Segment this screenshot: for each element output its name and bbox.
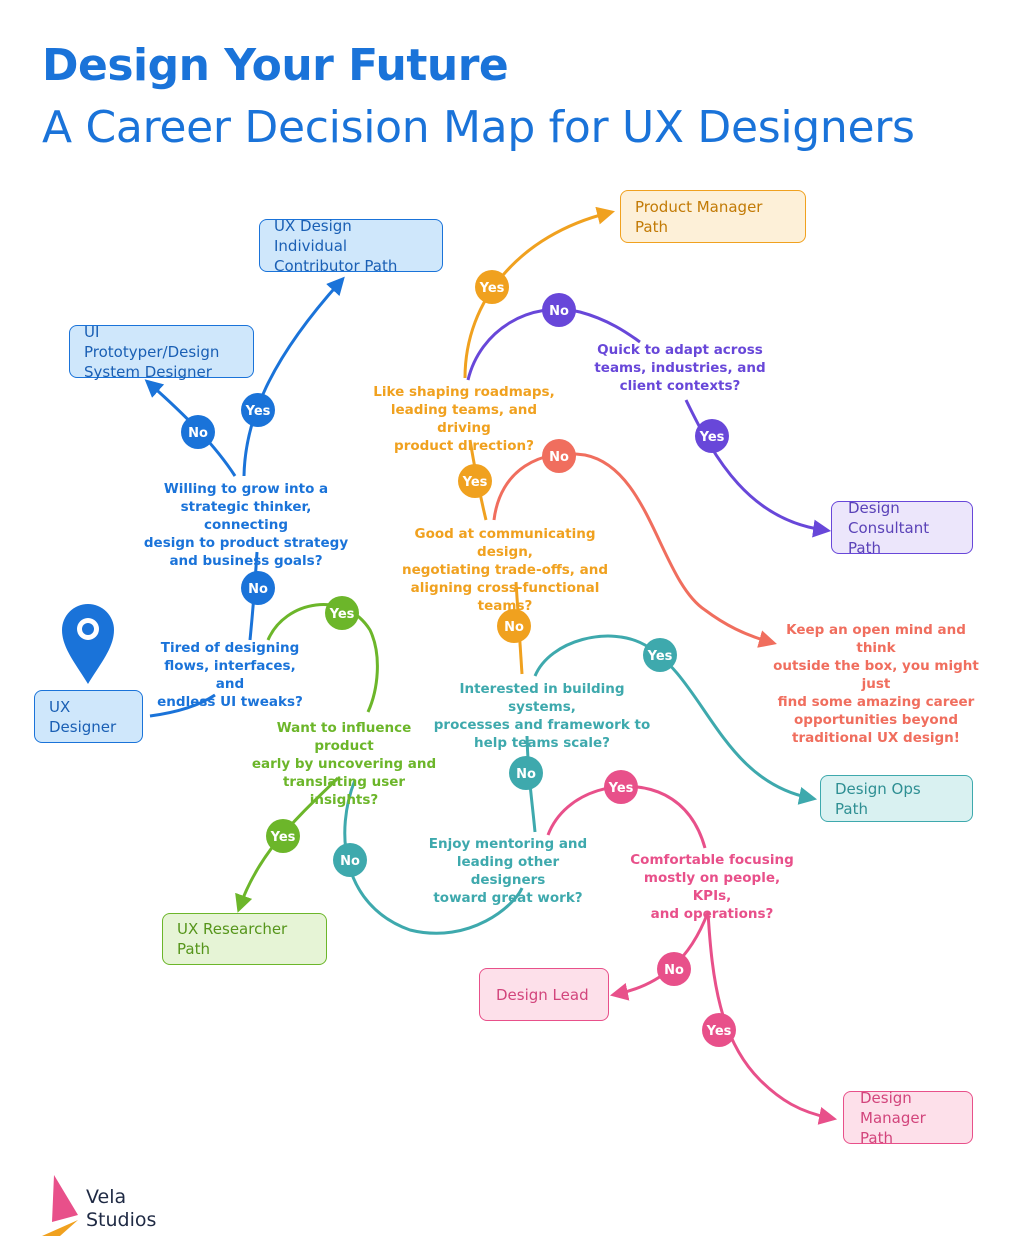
open-mind-note: Keep an open mind and think outside the … <box>773 622 979 746</box>
badge-tired-yes: Yes <box>325 596 359 630</box>
question-influence: Want to influence product early by uncov… <box>251 720 437 808</box>
edge-strategic-yes <box>242 276 345 477</box>
node-consultant-path: Design Consultant Path <box>831 499 973 557</box>
svg-text:Yes: Yes <box>608 781 634 796</box>
svg-text:Yes: Yes <box>479 281 505 296</box>
question-people: Comfortable focusing mostly on people, K… <box>630 852 794 922</box>
badge-strategic-no: No <box>181 415 215 449</box>
badge-roadmap-no: No <box>542 293 576 327</box>
svg-text:No: No <box>188 426 208 441</box>
svg-text:Yes: Yes <box>699 430 725 445</box>
node-ops-path: Design Ops Path <box>820 775 973 822</box>
question-mentor: Enjoy mentoring and leading other design… <box>428 836 588 906</box>
badge-systems-no: No <box>497 609 531 643</box>
svg-text:Yes: Yes <box>270 830 296 845</box>
badge-mentor-no: No <box>509 756 543 790</box>
edge-start-to-tired <box>149 693 216 718</box>
badge-mentor-yes: Yes <box>604 770 638 804</box>
node-researcher-path: UX Researcher Path <box>162 913 327 965</box>
question-tired: Tired of designing flows, interfaces, an… <box>157 640 303 710</box>
question-roadmap: Like shaping roadmaps, leading teams, an… <box>373 384 555 454</box>
svg-text:No: No <box>516 767 536 782</box>
edge-people-yes <box>706 911 838 1125</box>
brand-name: Vela Studios <box>86 1186 157 1231</box>
node-pm-path: Product Manager Path <box>620 190 806 243</box>
edge-tired-to-strategic <box>248 551 259 641</box>
sail-logo-icon <box>42 1175 78 1236</box>
svg-text:Yes: Yes <box>329 607 355 622</box>
badge-communicate-yes: Yes <box>458 464 492 498</box>
badge-communicate-no: No <box>542 439 576 473</box>
svg-text:No: No <box>340 854 360 869</box>
edge-mentor-yes <box>546 784 707 849</box>
svg-text:Yes: Yes <box>647 649 673 664</box>
svg-text:No: No <box>504 620 524 635</box>
question-strategic: Willing to grow into a strategic thinker… <box>143 481 349 569</box>
edge-influence-no <box>343 779 524 935</box>
question-adapt: Quick to adapt across teams, industries,… <box>594 342 766 394</box>
badge-people-no: No <box>657 952 691 986</box>
svg-text:Yes: Yes <box>245 404 271 419</box>
edge-tired-yes <box>266 603 379 713</box>
badge-systems-yes: Yes <box>643 638 677 672</box>
edge-adapt-yes <box>684 399 832 538</box>
badge-adapt-yes: Yes <box>695 419 729 453</box>
badge-tired-no: No <box>241 571 275 605</box>
question-systems: Interested in building systems, processe… <box>433 681 651 751</box>
page-subtitle: A Career Decision Map for UX Designers <box>42 102 915 153</box>
svg-text:Yes: Yes <box>462 475 488 490</box>
node-ic-path: UX Design Individual Contributor Path <box>259 217 443 275</box>
edge-people-no <box>609 911 710 1001</box>
question-communicate: Good at communicating design, negotiatin… <box>401 526 609 614</box>
badge-influence-no: No <box>333 843 367 877</box>
badge-roadmap-yes: Yes <box>475 270 509 304</box>
svg-text:Yes: Yes <box>706 1024 732 1039</box>
badge-influence-yes: Yes <box>266 819 300 853</box>
badge-people-yes: Yes <box>702 1013 736 1047</box>
badge-strategic-yes: Yes <box>241 393 275 427</box>
node-manager-path: Design Manager Path <box>843 1089 973 1147</box>
node-design-lead: Design Lead <box>479 968 609 1021</box>
svg-text:No: No <box>248 582 268 597</box>
node-ux-designer: UX Designer <box>34 690 143 743</box>
svg-text:No: No <box>549 304 569 319</box>
edge-communicate-no <box>492 452 777 648</box>
svg-text:No: No <box>549 450 569 465</box>
map-pin-icon <box>62 604 114 684</box>
node-prototyper-path: UI Prototyper/Design System Designer <box>69 323 254 381</box>
svg-text:No: No <box>664 963 684 978</box>
page-title: Design Your Future <box>42 40 509 91</box>
